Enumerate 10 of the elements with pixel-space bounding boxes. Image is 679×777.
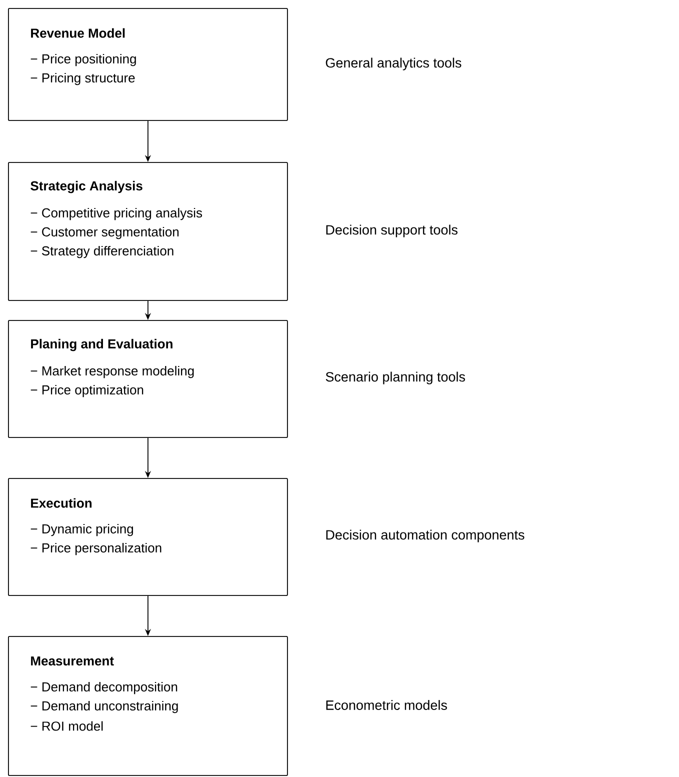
process-box: Planing and Evaluation − Market response modeling − Price optimization <box>8 320 288 438</box>
side-label: General analytics tools <box>326 58 462 70</box>
side-label: Decision support tools <box>326 224 458 238</box>
process-box: Measurement − Demand decomposition − Demand unconstraining − ROI model <box>8 636 288 776</box>
process-box: Strategic Analysis − Competitive pricing analysis − Customer segmentation − Strategy differenciation <box>8 162 288 301</box>
side-label: Decision automation components <box>326 530 524 542</box>
process-box: Execution − Dynamic pricing − Price personalization <box>8 478 288 596</box>
side-label: Scenario planning tools <box>326 372 465 384</box>
process-box: Revenue Model − Price positioning − Pricing structure <box>8 8 288 121</box>
side-label: Econometric models <box>326 700 447 710</box>
